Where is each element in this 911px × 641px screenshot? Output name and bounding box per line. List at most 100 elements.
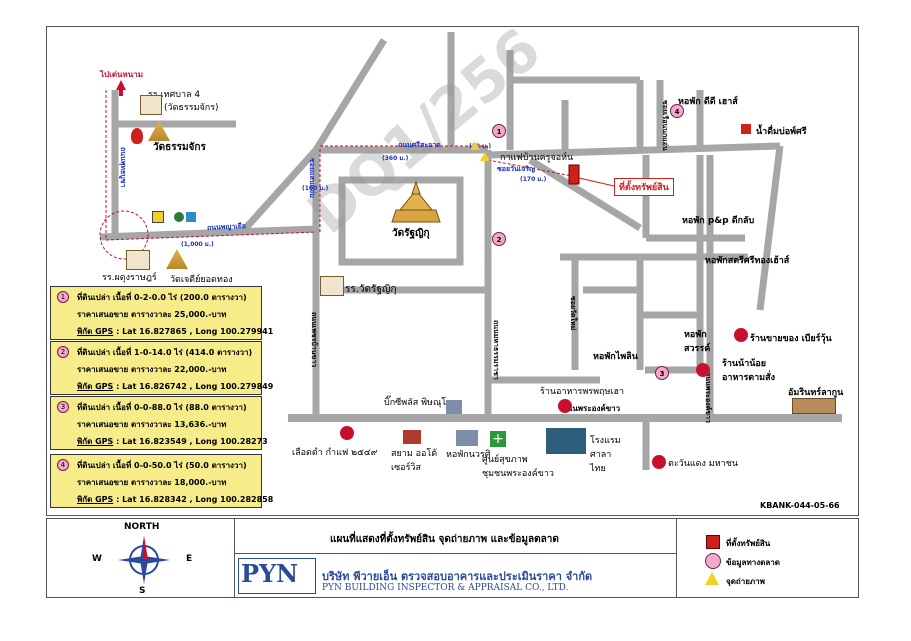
hotel-building-icon (546, 428, 586, 454)
road-label-soi-1: ซอยวัดใหม่ (569, 296, 577, 331)
road-label-right: ถนนพระองค์ขาว (704, 372, 712, 423)
poi-shop-beer: ร้านขายของ เบียร์วุ้น (750, 334, 832, 344)
company-name-thai: บริษัท พีวายเอ็น ตรวจสอบอาคารและประเมินร… (322, 570, 593, 583)
property-pointer (578, 177, 615, 187)
building-icon (456, 430, 478, 446)
shop-icon (152, 211, 164, 223)
map-title: แผนที่แสดงที่ตั้งทรัพย์สิน จุดถ่ายภาพ แล… (330, 534, 559, 545)
poi-school-phadung: รร.ผดุงราษฎร์ (102, 273, 157, 283)
route-line-soi (487, 159, 573, 177)
compass-south-label: S (139, 586, 146, 596)
poi-bb-plus: บิ๊กซีพลัส พิษณุโลก (384, 398, 458, 408)
property-marker (568, 164, 580, 185)
temple-block (338, 176, 464, 266)
listing-line1: ที่ดินเปล่า เนื้อที่ 1-0-14.0 ไร่ (414.0… (77, 348, 253, 357)
listing-card[interactable]: 4 ที่ดินเปล่า เนื้อที่ 0-0-50.0 ไร่ (50.… (50, 454, 273, 508)
distance-label: (10 ม.) (469, 143, 492, 150)
map-code: KBANK-044-05-66 (760, 501, 840, 510)
road-label-soi-2: ซอยเรือนนกแอ่น (661, 100, 669, 151)
listing-gps: พิกัด GPS : Lat 16.826742 , Long 100.279… (77, 382, 274, 391)
health-cross-icon: + (490, 431, 506, 447)
photo-key-icon (705, 572, 719, 585)
listing-line2: ราคาเสนอขาย ตารางวาละ 18,000.-บาท (77, 478, 227, 487)
listing-gps: พิกัด GPS : Lat 16.823549 , Long 100.282… (77, 437, 268, 446)
listing-num: 2 (57, 346, 69, 358)
road-label-phra-ong-dam: ถนนพระองค์ขาว (562, 404, 621, 413)
road-label-main-west: ถนนพุทธบูชา (119, 147, 127, 188)
poi-dorm-pp: หอพัก p&p ดีกลับ (682, 216, 755, 226)
compass-rose-icon (118, 536, 170, 584)
listing-line2: ราคาเสนอขาย ตารางวาละ 25,000.-บาท (77, 310, 227, 319)
compass-east-label: E (186, 554, 193, 564)
photo-point-icon (480, 152, 490, 161)
restaurant-pin-icon (696, 363, 710, 377)
market-marker-3[interactable]: 3 (655, 366, 669, 380)
divider (234, 518, 235, 598)
listing-line1: ที่ดินเปล่า เนื้อที่ 0-0-88.0 ไร่ (88.0 … (77, 403, 247, 412)
building-icon (446, 400, 462, 414)
key-market-label: ข้อมูลทางตลาด (726, 558, 780, 567)
junction-highlight (99, 210, 149, 260)
listing-card[interactable]: 3 ที่ดินเปล่า เนื้อที่ 0-0-88.0 ไร่ (88.… (50, 396, 268, 450)
restaurant-pin-icon (340, 426, 354, 440)
distance-label: (1,000 ม.) (181, 241, 214, 248)
poi-dorm-plaan: หอพักไพลิน (593, 352, 638, 362)
distance-label: (100 ม.) (302, 185, 329, 192)
map-frame (46, 26, 859, 516)
shop-icon (174, 212, 184, 222)
listing-card[interactable]: 1 ที่ดินเปล่า เนื้อที่ 0-2-0.0 ไร่ (200.… (50, 286, 273, 340)
poi-wat-chedi: วัดเจดีย์ยอดทอง (170, 275, 233, 285)
poi-wat-thammachak: วัดธรรมจักร (153, 142, 206, 153)
road-label-mid-left: ถนนเพชรบ้านขาว (310, 312, 318, 368)
listing-num: 3 (57, 401, 69, 413)
poi-auto: สยาม ออโต้เซอร์วิส (391, 449, 438, 473)
listing-line2: ราคาเสนอขาย ตารางวาละ 22,000.-บาท (77, 365, 227, 374)
photo-point-icon (470, 141, 480, 150)
company-logo: PYN (238, 558, 316, 594)
key-property-label: ที่ตั้งทรัพย์สิน (726, 539, 771, 548)
compass-west-label: W (92, 554, 102, 564)
listing-card[interactable]: 2 ที่ดินเปล่า เนื้อที่ 1-0-14.0 ไร่ (414… (50, 341, 273, 395)
distance-label: (360 ม.) (382, 155, 409, 162)
poi-lpg: เลือดดำ กำแฟ ๒๕๔๙ (292, 448, 378, 458)
fuel-station-icon (131, 128, 143, 144)
shop-icon (741, 124, 751, 134)
restaurant-pin-icon (558, 399, 572, 413)
auto-shop-icon (403, 430, 421, 444)
logo-text: PYN (241, 559, 299, 588)
divider (234, 553, 676, 554)
road-soi-wan-choem (487, 142, 781, 159)
road-wan-yen (99, 225, 317, 241)
listing-num: 1 (57, 291, 69, 303)
road-label-tri-sil: ถนนศรีสะอาด (398, 141, 441, 149)
listing-num: 4 (57, 459, 69, 471)
road-label-soi-wan-choem: ซอยวันเจริญ (497, 165, 535, 173)
poi-health: ศูนย์สุขภาพ ชุมชนพระองค์ขาว (482, 455, 554, 479)
poi-suite: น้ำดื่มบ่อพ์ศรี (756, 127, 807, 137)
market-marker-4[interactable]: 4 (670, 104, 684, 118)
shop-icon (186, 212, 196, 222)
poi-school: รร.เทศบาล 4 (148, 90, 201, 100)
north-arrow-icon (116, 80, 126, 90)
poi-dorm-sat: หอพัก สวรรค์ (684, 330, 711, 354)
poi-hotel: โรงแรม ศาลาไทย (590, 436, 621, 474)
poi-wat-rat: วัดรัฐญิกุ (392, 228, 430, 239)
school-building-icon (126, 250, 150, 270)
company-name-english: PYN BUILDING INSPECTOR & APPRAISAL CO., … (322, 583, 569, 593)
divider (676, 518, 677, 598)
key-photo-label: จุดถ่ายภาพ (726, 577, 765, 586)
restaurant-pin-icon (652, 455, 666, 469)
legend-bar (46, 518, 859, 598)
temple-graphic (391, 180, 441, 223)
poi-cafe: กาแฟบ้านครูจอห์น (500, 153, 574, 163)
subject-label: ที่ตั้งทรัพย์สิน (614, 178, 674, 196)
market-marker-1[interactable]: 1 (492, 124, 506, 138)
listing-line1: ที่ดินเปล่า เนื้อที่ 0-2-0.0 ไร่ (200.0 … (77, 293, 247, 302)
poi-food-noi: ร้านน้าน้อย อาหารตามสั่ง (722, 359, 775, 383)
listing-line2: ราคาเสนอขาย ตารางวาละ 13,636.-บาท (77, 420, 227, 429)
school-building-icon (140, 95, 162, 115)
poi-thaimahachon: ตะวันแดง มหาชน (668, 459, 738, 469)
poi-school-rat: รร.วัดรัฐญิกุ (345, 284, 397, 295)
market-marker-2[interactable]: 2 (492, 232, 506, 246)
